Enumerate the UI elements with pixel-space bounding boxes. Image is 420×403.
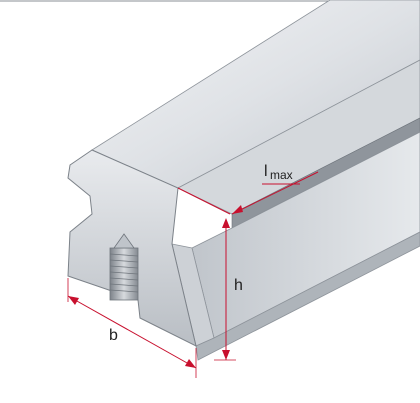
width-dimension-label: b (109, 327, 118, 344)
length-dimension-subscript: max (270, 168, 293, 182)
threaded-hole (109, 233, 139, 301)
height-dimension: h (214, 218, 243, 361)
rail-top-chamfer (177, 59, 420, 215)
rail-raceway-groove (231, 117, 420, 229)
length-dimension-label: l (264, 163, 268, 180)
length-dimension: l max (177, 163, 319, 215)
width-dimension: b (67, 278, 197, 378)
rail-bottom-strip (195, 231, 420, 361)
height-dimension-label: h (234, 277, 243, 294)
